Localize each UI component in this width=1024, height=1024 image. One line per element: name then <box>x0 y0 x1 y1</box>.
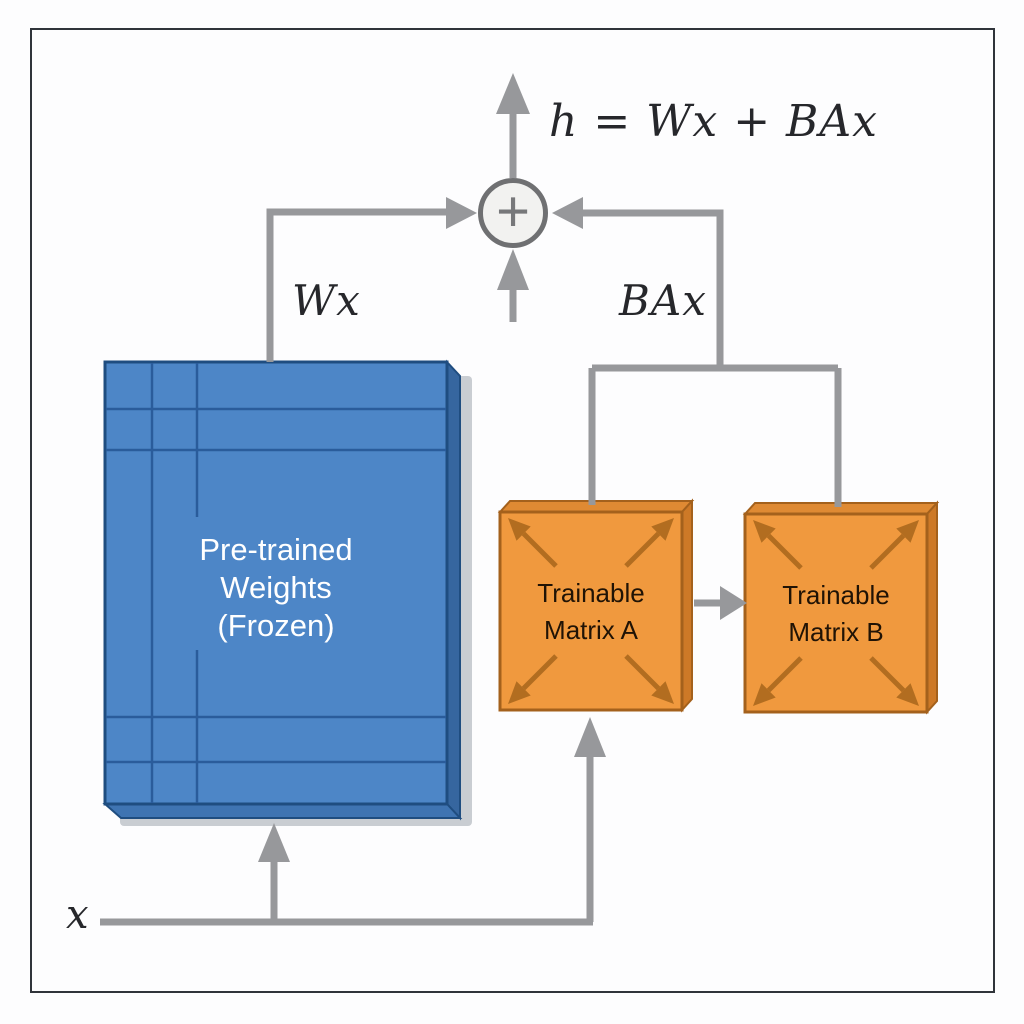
diagram-border-frame <box>30 28 995 993</box>
arrowheads <box>258 73 747 862</box>
pretrained-label-line1: Pre-trained <box>199 532 353 567</box>
connector-lines <box>100 110 842 926</box>
matrix-b-label: Trainable Matrix B <box>745 577 927 651</box>
pretrained-label-line2: Weights <box>220 570 332 605</box>
pretrained-box-bottom-edge <box>102 803 463 819</box>
ab-split-line <box>588 364 842 507</box>
sum-circle <box>478 178 548 248</box>
bax-label: BAx <box>619 276 707 325</box>
pretrained-weights-label: Pre-trained Weights (Frozen) <box>105 531 447 645</box>
matrix-b-label-line1: Trainable <box>782 580 890 610</box>
equation-label: h = Wx + BAx <box>549 96 878 147</box>
wx-label: Wx <box>292 276 361 325</box>
arrow-into-matrix-a-icon <box>574 717 606 757</box>
arrow-into-sum-left-icon <box>446 197 477 229</box>
ba-branch-line <box>583 209 724 368</box>
arrow-into-sum-bottom-icon <box>497 249 529 290</box>
pretrained-box-grid-lines <box>106 363 446 803</box>
arrow-a-to-b-icon <box>720 586 747 620</box>
sum-node: + <box>478 178 548 248</box>
input-x-label: x <box>66 892 90 938</box>
matrix-b-label-line2: Matrix B <box>788 617 884 647</box>
arrow-output-up-icon <box>496 73 530 114</box>
matrix-a-label-line1: Trainable <box>537 578 645 608</box>
pretrained-weights-box <box>102 359 472 826</box>
input-line <box>100 755 594 926</box>
arrow-into-pretrained-icon <box>258 823 290 862</box>
matrix-a-label-line2: Matrix A <box>544 615 638 645</box>
pretrained-box-face <box>103 360 449 806</box>
pretrained-box-right-edge <box>446 359 461 821</box>
w-branch-line <box>266 208 446 362</box>
pretrained-label-line3: (Frozen) <box>217 608 335 643</box>
arrow-into-sum-right-icon <box>552 197 583 229</box>
matrix-a-label: Trainable Matrix A <box>500 575 682 649</box>
plus-icon: + <box>496 179 530 244</box>
